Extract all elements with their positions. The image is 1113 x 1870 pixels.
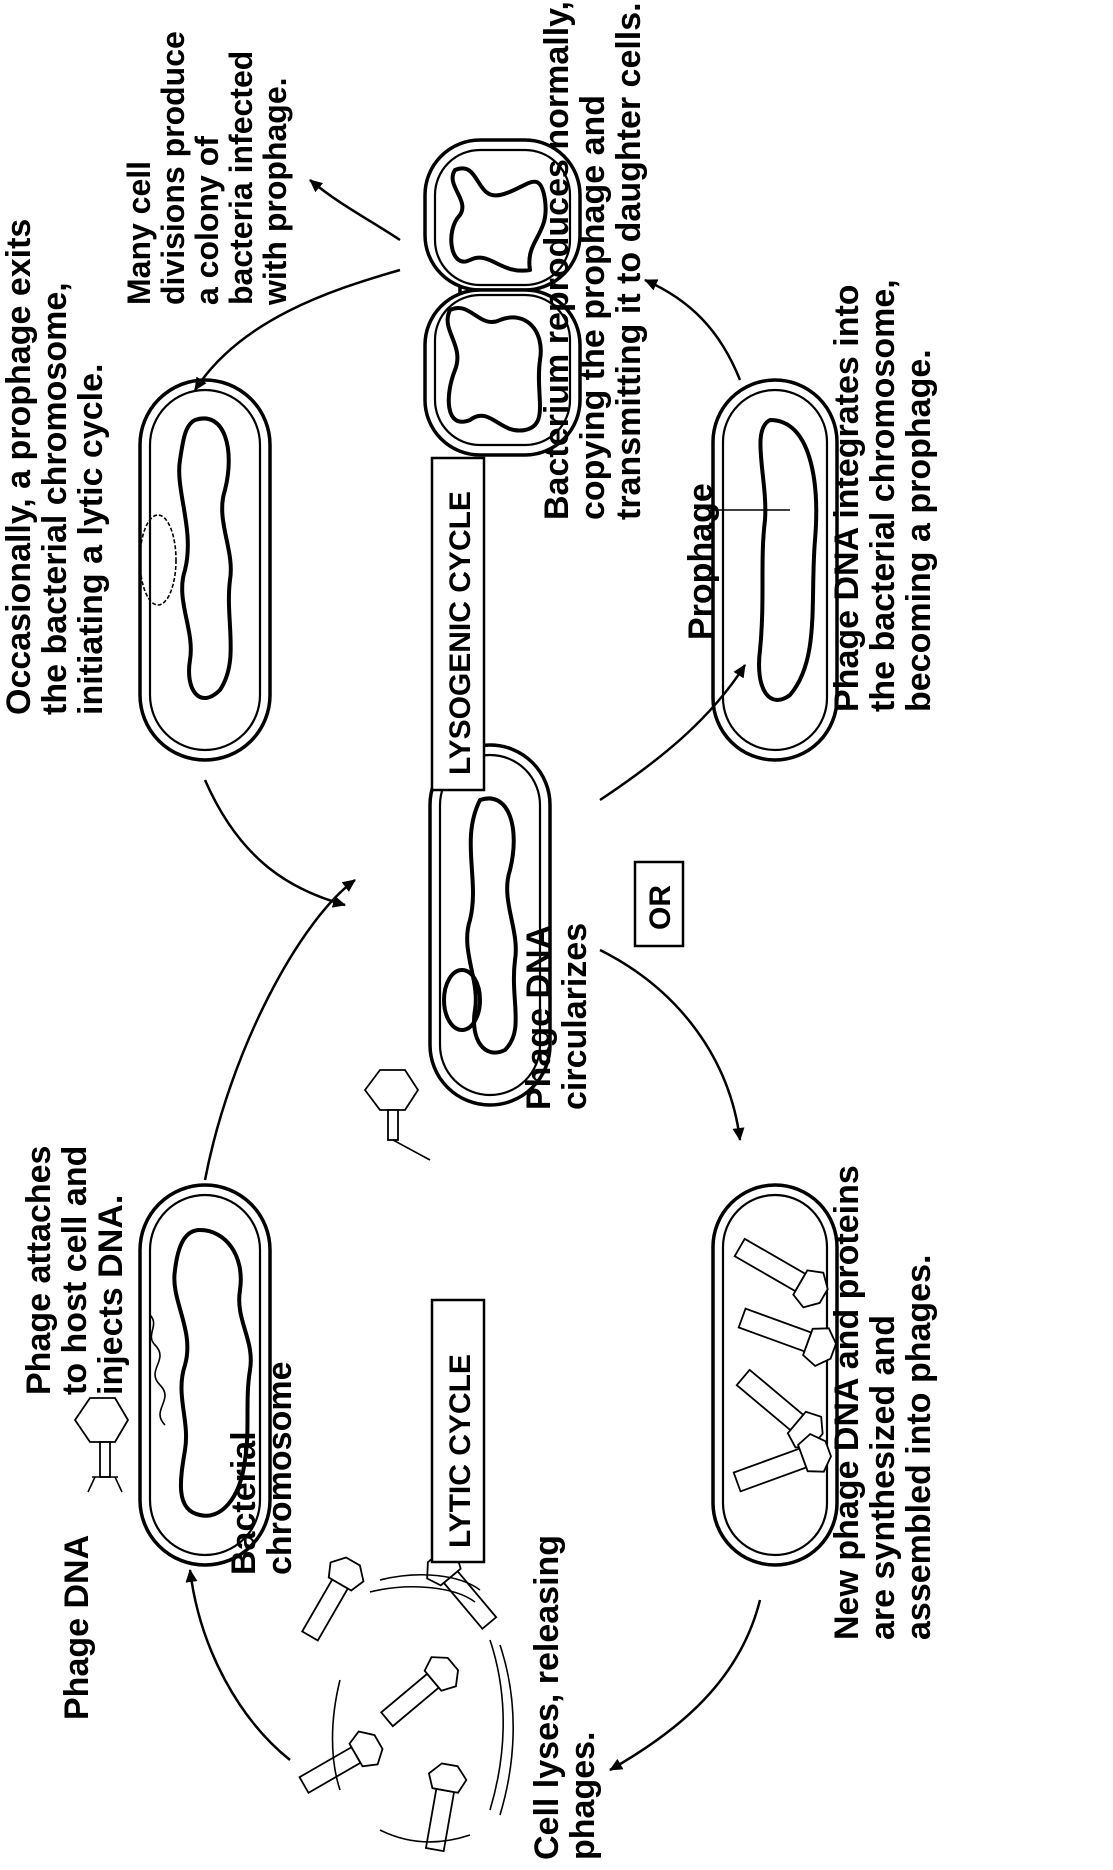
svg-text:initiating a lytic cycle.: initiating a lytic cycle. [72,364,110,715]
svg-text:to host cell and: to host cell and [56,1146,94,1395]
circularizing-chromosome [465,796,518,1055]
cell-synthesis [711,1183,839,1567]
cell-circularizes [428,743,552,1107]
svg-text:Bacterial: Bacterial [225,1431,263,1575]
svg-text:Phage attaches: Phage attaches [20,1146,58,1395]
attaching-phage [73,1397,130,1493]
cell-prophage [711,378,839,762]
svg-text:circularizes: circularizes [556,923,594,1110]
svg-text:copying the prophage and: copying the prophage and [574,95,612,520]
svg-text:becoming a prophage.: becoming a prophage. [900,349,938,712]
arrow-circularize-to-synthesis [599,948,745,1141]
new-phage-dna-label: New phage DNA and proteins are synthesiz… [828,1165,938,1640]
daughter-chromosome-2 [445,306,543,433]
svg-text:Many cell: Many cell [121,161,157,305]
svg-text:with prophage.: with prophage. [257,77,293,306]
svg-text:the bacterial chromosome,: the bacterial chromosome, [864,279,902,712]
svg-text:Bacterium reproduces normally,: Bacterium reproduces normally, [538,1,576,520]
svg-text:phages.: phages. [564,1732,602,1860]
released-phages [298,1551,514,1853]
arrow-synthesis-to-lyses [609,1599,762,1772]
svg-text:bacteria infected: bacteria infected [223,51,259,305]
arrow-circularize-to-prophage [599,664,747,802]
occasionally-label: Occasionally, a prophage exits the bacte… [0,219,110,715]
phage-dna-circularizes-label: Phage DNA circularizes [520,923,594,1110]
arrow-exit-to-circularize [203,779,346,908]
svg-text:a colony of: a colony of [189,136,225,305]
bacterial-chromosome-label: Bacterial chromosome [225,1362,299,1576]
exiting-chromosome [177,416,233,700]
or-label: OR [644,885,677,930]
svg-text:chromosome: chromosome [261,1362,299,1576]
lysogenic-cycle-box [430,456,486,792]
cell-lyses-label: Cell lyses, releasing phages. [528,1535,602,1860]
lytic-cycle-box [430,1298,486,1564]
arrow-dividing-to-colony [309,179,401,242]
bacterium-reproduces-label: Bacterium reproduces normally, copying t… [538,1,648,520]
cell-prophage-exits [138,378,272,762]
svg-text:Phage DNA: Phage DNA [520,925,558,1110]
svg-text:New phage DNA and proteins: New phage DNA and proteins [828,1165,866,1640]
svg-text:Phage DNA integrates into: Phage DNA integrates into [828,284,866,712]
lysogenic-cycle-label: LYSOGENIC CYCLE [444,491,477,775]
phage-dna-label: Phage DNA [58,1535,96,1720]
or-box [633,860,685,948]
circular-phage-dna [442,968,482,1032]
prophage-label: Prophage [682,483,720,640]
lytic-cycle-label: LYTIC CYCLE [444,1354,477,1548]
arrow-lyses-to-attach [185,1569,291,1761]
svg-text:are synthesized and: are synthesized and [864,1315,902,1640]
svg-text:assembled into phages.: assembled into phages. [900,1255,938,1640]
arrow-prophage-to-dividing [644,278,742,381]
arrow-dividing-to-exit [193,268,401,391]
phage-attaches-label: Phage attaches to host cell and injects … [20,1146,130,1395]
assembling-phages [732,1237,837,1493]
exited-prophage-loop [139,514,177,606]
svg-text:divisions produce: divisions produce [155,31,191,305]
many-cell-divisions-label: Many cell divisions produce a colony of … [121,31,293,306]
empty-phage-coat [363,1069,431,1161]
injected-phage-dna [149,1314,166,1426]
bacterial-chromosome [172,1228,253,1518]
arrow-attach-to-circularize [203,878,356,1181]
phage-dna-integrates-label: Phage DNA integrates into the bacterial … [828,279,938,712]
svg-text:Occasionally, a prophage exits: Occasionally, a prophage exits [0,219,38,715]
daughter-chromosome-1 [449,166,548,273]
svg-text:Cell lyses, releasing: Cell lyses, releasing [528,1535,566,1860]
chromosome-with-prophage [757,418,819,702]
svg-text:transmitting it to daughter ce: transmitting it to daughter cells. [610,2,648,520]
svg-text:injects DNA.: injects DNA. [92,1195,130,1395]
svg-text:the bacterial chromosome,: the bacterial chromosome, [36,282,74,715]
